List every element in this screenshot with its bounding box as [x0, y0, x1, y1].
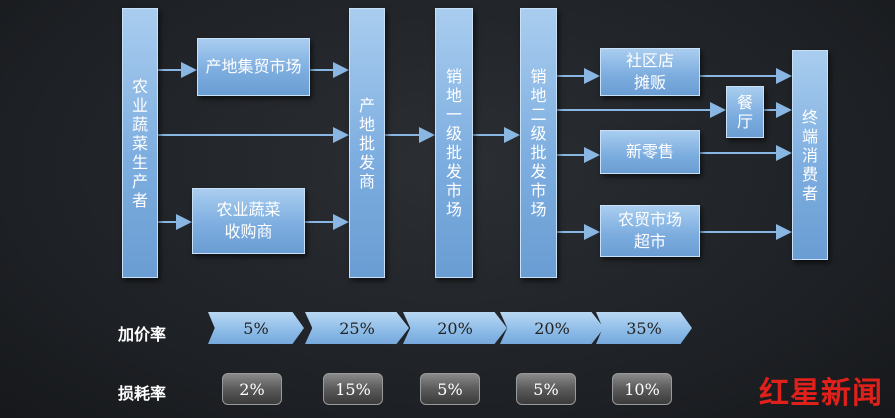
- loss-label: 损耗率: [118, 384, 167, 403]
- node-purchaser: 农业蔬菜 收购商: [192, 188, 305, 254]
- markup-chevron-2: 25%: [305, 312, 409, 344]
- node-new-retail: 新零售: [600, 130, 700, 174]
- node-restaurant: 餐厅: [726, 86, 764, 138]
- node-producer: 农业蔬菜生产者: [122, 8, 158, 278]
- loss-pill-3: 5%: [420, 373, 480, 405]
- news-logo: 红星新闻: [759, 376, 883, 411]
- node-primary-wholesale: 销地一级批发市场: [435, 8, 473, 278]
- loss-pill-4: 5%: [516, 373, 576, 405]
- node-consumer: 终端消费者: [792, 50, 828, 260]
- markup-chevron-1: 5%: [208, 312, 304, 344]
- markup-chevron-5: 35%: [596, 312, 692, 344]
- node-farmers-market: 农贸市场 超市: [600, 205, 700, 257]
- node-origin-market: 产地集贸市场: [197, 38, 310, 96]
- loss-pill-2: 15%: [323, 373, 383, 405]
- node-secondary-wholesale: 销地二级批发市场: [520, 8, 557, 278]
- markup-label: 加价率: [118, 325, 167, 344]
- node-origin-wholesaler: 产地批发商: [349, 8, 385, 278]
- loss-pill-5: 10%: [612, 373, 672, 405]
- markup-chevron-3: 20%: [403, 312, 507, 344]
- node-community-store: 社区店 摊贩: [600, 48, 700, 96]
- markup-chevron-4: 20%: [500, 312, 604, 344]
- loss-pill-1: 2%: [222, 373, 282, 405]
